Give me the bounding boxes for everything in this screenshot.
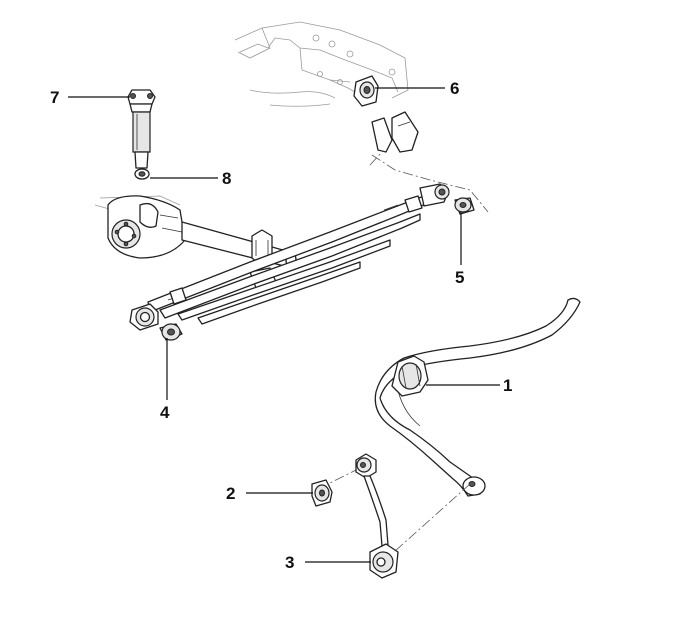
callout-numbers: 1 2 3 4 5 6 7 8 [50,79,512,572]
callout-2: 2 [226,484,235,503]
spring-eye-bushing-5 [454,197,475,215]
callout-5: 5 [455,268,464,287]
callout-3: 3 [285,553,294,572]
callout-leaders [68,87,500,563]
leaf-spring [129,183,450,331]
rear-axle [94,195,297,289]
callout-8: 8 [222,169,231,188]
link-bushing-2 [311,479,333,507]
shock-absorber [127,89,156,180]
chassis-frame [234,21,409,107]
callout-4: 4 [160,403,170,422]
callout-7: 7 [50,88,59,107]
spring-eye-bushing-4 [159,323,183,341]
callout-1: 1 [503,376,512,395]
rear-shackle-bracket [369,111,489,213]
drop-link [355,453,399,579]
front-spring-hanger [353,75,379,107]
anti-roll-bar [374,297,581,497]
roll-bar-link-centreline [319,467,471,561]
callout-6: 6 [450,79,459,98]
